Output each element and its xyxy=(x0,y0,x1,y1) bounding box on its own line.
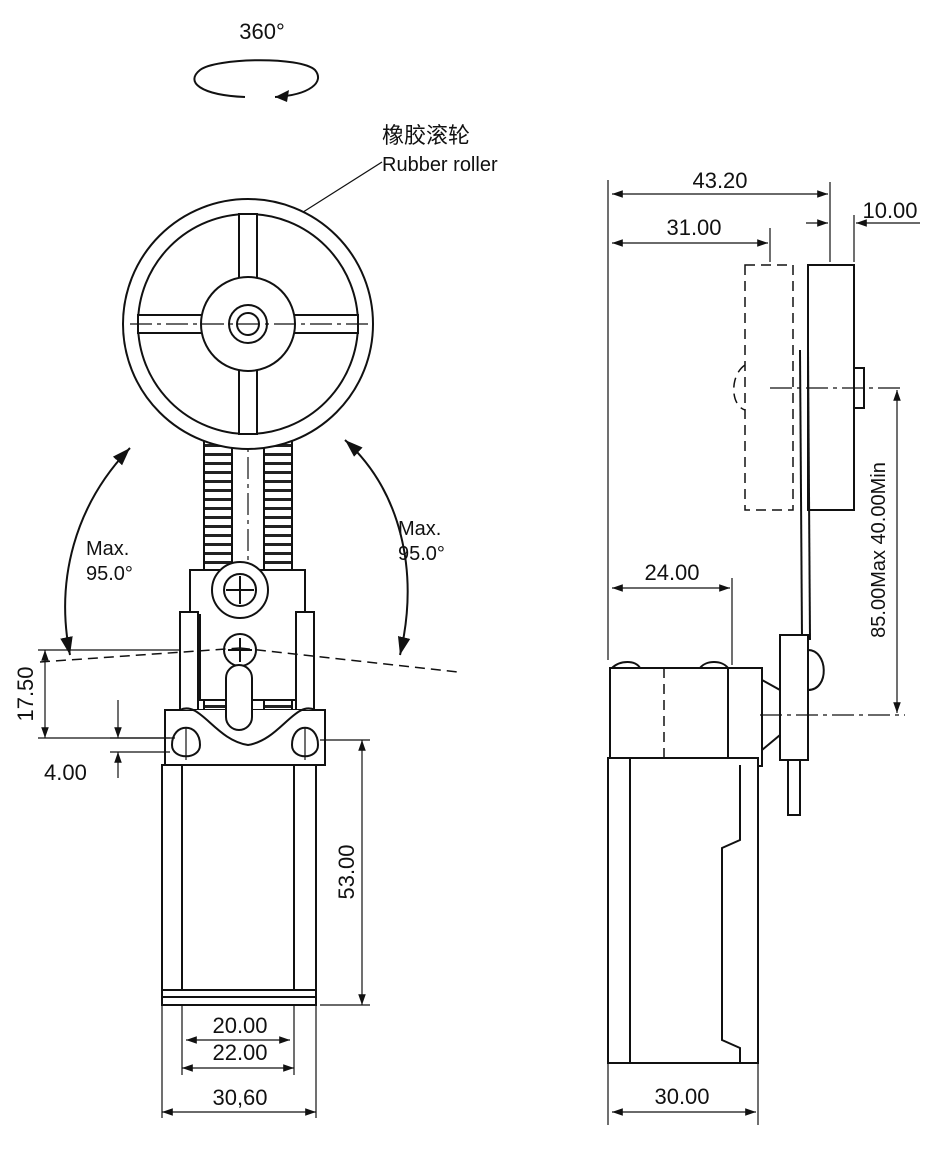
dim-10-00: 10.00 xyxy=(862,198,917,223)
swing-right-line1: Max. xyxy=(398,518,441,540)
switch-head xyxy=(164,561,326,766)
rotation-arrow: 360° xyxy=(193,19,320,102)
dim-4-00: 4.00 xyxy=(44,760,87,785)
side-dimensions: 43.20 31.00 10.00 24.00 85.00Max 40.00Mi… xyxy=(607,168,920,1125)
dim-53-00: 53.00 xyxy=(334,844,359,899)
roller-callout: 橡胶滚轮 Rubber roller xyxy=(299,123,498,215)
dim-43-20: 43.20 xyxy=(692,168,747,193)
front-view: 360° 橡胶滚轮 Rubber roller xyxy=(13,19,498,1118)
dim-22-00: 22.00 xyxy=(212,1040,267,1065)
side-view: 43.20 31.00 10.00 24.00 85.00Max 40.00Mi… xyxy=(607,168,920,1125)
swing-left-line1: Max. xyxy=(86,538,129,560)
rotation-label: 360° xyxy=(239,19,285,44)
switch-body xyxy=(161,764,317,1006)
swing-left-line2: 95.0° xyxy=(86,563,133,585)
dim-range: 85.00Max 40.00Min xyxy=(868,462,890,638)
dim-30-60: 30,60 xyxy=(212,1085,267,1110)
dim-24-00: 24.00 xyxy=(644,560,699,585)
roller-wheel xyxy=(122,198,374,450)
front-dimensions: 17.50 4.00 53.00 20.00 22.00 30,60 xyxy=(13,649,370,1118)
swing-right-line2: 95.0° xyxy=(398,543,445,565)
dim-30-00: 30.00 xyxy=(654,1084,709,1109)
swing-arcs: Max. 95.0° Max. 95.0° xyxy=(39,439,459,673)
dim-31-00: 31.00 xyxy=(666,215,721,240)
roller-label-en: Rubber roller xyxy=(382,154,498,176)
dim-17-50: 17.50 xyxy=(13,666,38,721)
dim-20-00: 20.00 xyxy=(212,1013,267,1038)
roller-label-cn: 橡胶滚轮 xyxy=(382,123,470,148)
